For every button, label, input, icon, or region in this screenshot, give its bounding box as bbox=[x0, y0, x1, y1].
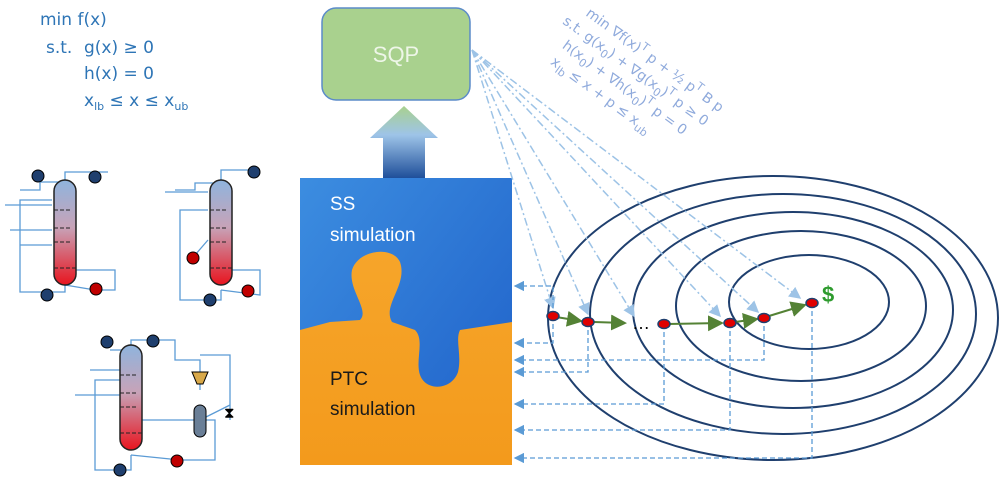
iterate-points bbox=[546, 297, 819, 330]
ss-simulation-label: simulation bbox=[330, 225, 416, 246]
flowsheet-lines bbox=[5, 169, 261, 471]
distillation-column-2 bbox=[209, 179, 233, 286]
ellipsis: … bbox=[632, 313, 650, 333]
sqp-box bbox=[321, 7, 471, 101]
ss-label: SS bbox=[330, 194, 355, 215]
nlp-problem: min f(x) s.t. g(x) ≥ 0 h(x) = 0 xlb ≤ x … bbox=[40, 10, 188, 113]
bound-constraint: xlb ≤ x ≤ xub bbox=[84, 91, 188, 113]
sqp-label: SQP bbox=[373, 42, 419, 67]
objective-contours bbox=[547, 175, 999, 461]
qp-subproblem: min ∇f(x)T p + ½ pT B p s.t. g(x0) + ∇g(… bbox=[547, 5, 726, 139]
valve-icon: ⧗ bbox=[224, 405, 235, 422]
ptc-label: PTC bbox=[330, 369, 368, 390]
st-label: s.t. bbox=[46, 38, 72, 58]
optimum-dollar-icon: $ bbox=[822, 282, 834, 307]
distillation-column-1 bbox=[53, 179, 77, 286]
equality-constraint: h(x) = 0 bbox=[84, 64, 154, 84]
sqp-steps bbox=[555, 301, 807, 332]
up-arrow bbox=[370, 106, 438, 178]
simulation-puzzle: SS simulation PTC simulation bbox=[300, 178, 512, 465]
ptc-simulation-label: simulation bbox=[330, 399, 416, 420]
inequality-constraint: g(x) ≥ 0 bbox=[84, 38, 154, 58]
heat-exchangers bbox=[31, 165, 261, 477]
simulation-calls bbox=[513, 280, 813, 464]
distillation-column-3 bbox=[119, 344, 143, 451]
objective-text: min f(x) bbox=[40, 10, 107, 30]
gradient-request-lines bbox=[471, 49, 802, 318]
